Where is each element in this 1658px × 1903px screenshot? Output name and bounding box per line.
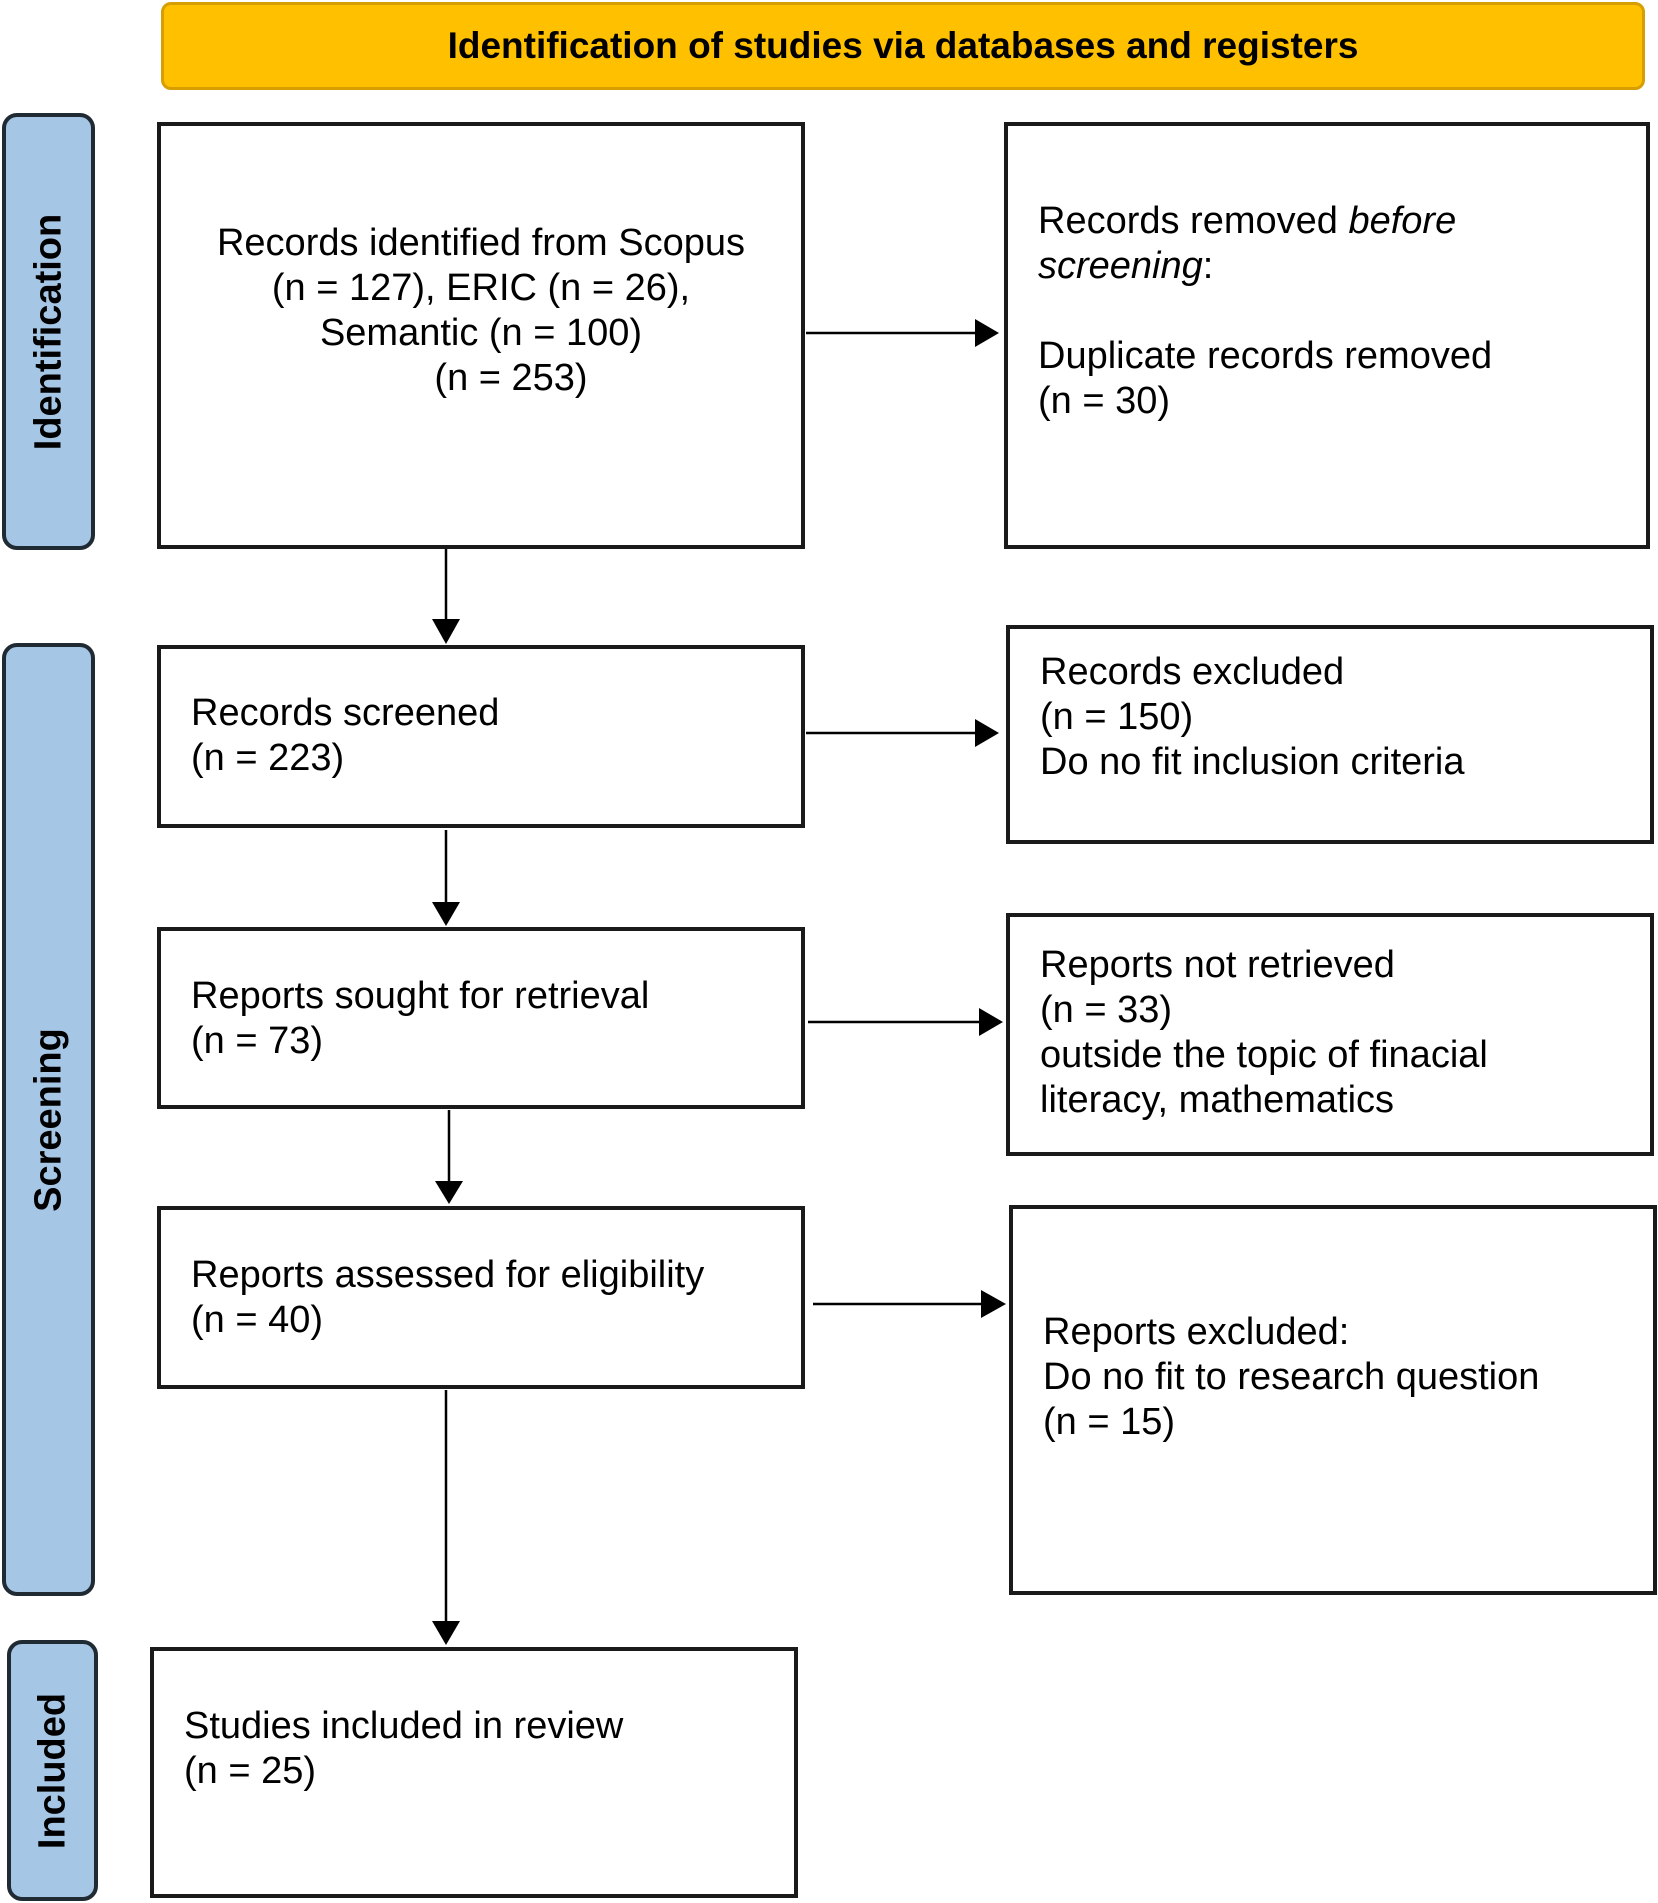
reports-not-retrieved-line-3: outside the topic of finacial (1040, 1034, 1488, 1076)
reports-assessed-line-1: Reports assessed for eligibility (191, 1254, 705, 1296)
arrowhead-down-2 (432, 902, 460, 926)
studies-included-box: Studies included in review (n = 25) (150, 1647, 798, 1898)
records-excluded-line-3: Do no fit inclusion criteria (1040, 741, 1465, 783)
reports-sought-box: Reports sought for retrieval (n = 73) (157, 927, 805, 1109)
arrowhead-right-4 (981, 1290, 1006, 1318)
stage-included: Included (7, 1640, 98, 1901)
records-removed-title-line: Records removed before (1038, 199, 1646, 244)
records-removed-title-suffix: : (1202, 245, 1214, 287)
records-excluded-box: Records excluded (n = 150) Do no fit inc… (1006, 625, 1654, 844)
arrowhead-down-3 (435, 1181, 463, 1204)
reports-not-retrieved-line-2: (n = 33) (1040, 989, 1173, 1031)
records-excluded-line-2: (n = 150) (1040, 696, 1194, 738)
reports-excluded-line-3: (n = 15) (1043, 1401, 1176, 1443)
reports-assessed-line-2: (n = 40) (191, 1299, 324, 1341)
records-identified-line-3: Semantic (n = 100) (319, 312, 643, 354)
records-removed-title-prefix: Records removed (1038, 200, 1349, 242)
reports-excluded-box: Reports excluded: Do no fit to research … (1009, 1205, 1657, 1595)
records-removed-title-italic-2: screening (1038, 245, 1203, 287)
records-removed-spacer (1038, 289, 1646, 334)
stage-included-label: Included (31, 1692, 73, 1849)
reports-sought-line-1: Reports sought for retrieval (191, 975, 650, 1017)
stage-screening-label: Screening (27, 1027, 69, 1212)
reports-excluded-line-1: Reports excluded: (1043, 1311, 1350, 1353)
arrowhead-down-1 (432, 619, 460, 644)
studies-included-line-1: Studies included in review (184, 1705, 624, 1747)
stage-identification: Identification (2, 113, 95, 550)
records-removed-title-line-2: screening: (1038, 244, 1646, 289)
records-removed-title-italic: before (1348, 200, 1457, 242)
records-removed-box: Records removed before screening: Duplic… (1004, 122, 1650, 549)
records-excluded-line-1: Records excluded (1040, 651, 1345, 693)
arrowhead-down-4 (432, 1621, 460, 1645)
stage-identification-label: Identification (27, 213, 69, 450)
stage-screening: Screening (2, 643, 95, 1596)
reports-not-retrieved-line-1: Reports not retrieved (1040, 944, 1395, 986)
arrowhead-right-1 (975, 319, 999, 347)
reports-not-retrieved-box: Reports not retrieved (n = 33) outside t… (1006, 913, 1654, 1156)
header-banner: Identification of studies via databases … (161, 2, 1645, 90)
arrowhead-right-2 (975, 719, 999, 747)
records-identified-line-4: (n = 253) (434, 357, 588, 399)
records-removed-line-2: Duplicate records removed (1038, 335, 1493, 377)
records-identified-line-1: Records identified from Scopus (216, 222, 746, 264)
records-identified-box: Records identified from Scopus (n = 127)… (157, 122, 805, 549)
reports-sought-line-2: (n = 73) (191, 1020, 324, 1062)
records-screened-line-1: Records screened (191, 692, 500, 734)
reports-not-retrieved-line-4: literacy, mathematics (1040, 1079, 1395, 1121)
arrowhead-right-3 (979, 1008, 1003, 1036)
records-removed-line-3: (n = 30) (1038, 380, 1171, 422)
header-title: Identification of studies via databases … (447, 25, 1359, 66)
reports-assessed-box: Reports assessed for eligibility (n = 40… (157, 1206, 805, 1389)
reports-excluded-line-2: Do no fit to research question (1043, 1356, 1540, 1398)
records-screened-box: Records screened (n = 223) (157, 645, 805, 828)
studies-included-line-2: (n = 25) (184, 1750, 317, 1792)
records-screened-line-2: (n = 223) (191, 737, 345, 779)
records-identified-line-2: (n = 127), ERIC (n = 26), (271, 267, 691, 309)
